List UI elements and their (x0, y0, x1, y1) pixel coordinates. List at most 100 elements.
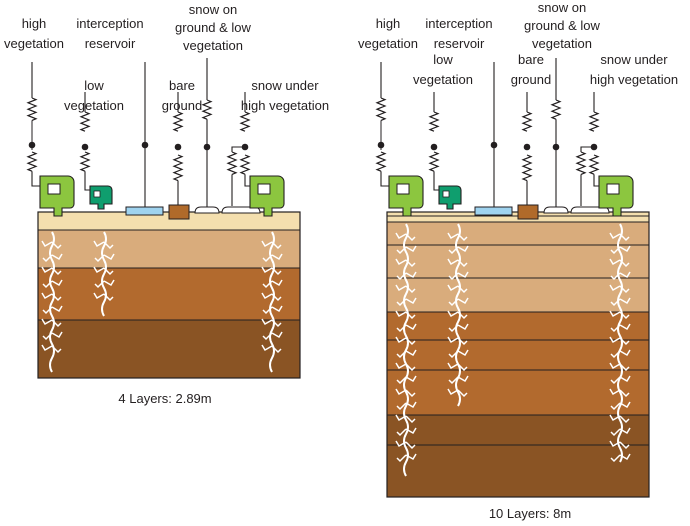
node-dot (523, 143, 531, 151)
root-branch (609, 258, 630, 268)
root-branch (447, 284, 468, 294)
root-systems (41, 231, 283, 373)
root-branch (448, 297, 469, 307)
vegetation-notch (606, 183, 620, 195)
soil-layer (38, 268, 300, 320)
label-line: high vegetation (241, 98, 329, 113)
label-line: vegetation (413, 72, 473, 87)
soil-layer (38, 230, 300, 268)
resistance-symbol (79, 111, 91, 132)
vegetation-notch (442, 190, 450, 198)
root-branch (448, 375, 469, 385)
low-vegetation-tile (89, 185, 113, 210)
label-line: snow under (251, 78, 319, 93)
root-branch (447, 362, 468, 372)
node-dot (81, 143, 89, 151)
root-branch (42, 305, 63, 315)
root-branch (395, 258, 416, 268)
soil-layer (387, 278, 649, 312)
root-branch (41, 344, 62, 354)
root-stem (101, 231, 107, 317)
root-branch (93, 266, 114, 276)
root-branch (396, 401, 417, 411)
resistance-symbol (239, 111, 251, 132)
resistance-symbol (521, 111, 533, 132)
wire (593, 174, 599, 187)
label-line: ground & low (175, 20, 251, 35)
root-branch (41, 318, 62, 328)
root-branch (41, 266, 62, 276)
surface-tiles (26, 58, 285, 220)
node-dot (490, 141, 498, 149)
root-stem (617, 223, 623, 463)
soil-layer (387, 370, 649, 415)
label-line: snow on (189, 2, 237, 17)
snow-on-low-vegetation-tile (194, 206, 220, 214)
root-branch (609, 232, 630, 242)
resistance-symbol (226, 151, 238, 175)
resistance-symbol (79, 151, 91, 172)
root-branch (395, 336, 416, 346)
resistance-symbol (201, 99, 213, 120)
root-system (93, 231, 115, 317)
label-line: interception (76, 16, 143, 31)
root-branch (447, 258, 468, 268)
resistance-symbol (375, 151, 387, 172)
root-branch (41, 240, 62, 250)
root-branch (41, 292, 62, 302)
panel-caption: 4 Layers: 2.89m (118, 391, 211, 406)
root-branch (93, 292, 114, 302)
surface-tiles (375, 58, 634, 220)
root-branch (610, 349, 631, 359)
wire (31, 171, 40, 187)
resistance-symbol (575, 151, 587, 175)
root-branch (448, 245, 469, 255)
wire (580, 146, 594, 152)
node-dot (174, 143, 182, 151)
root-branch (448, 349, 469, 359)
soil-layer (387, 222, 649, 245)
vegetation-notch (47, 183, 61, 195)
root-branch (395, 388, 416, 398)
snow-on-low-vegetation-tile (543, 206, 569, 214)
high-vegetation-tile (39, 175, 75, 217)
root-branch (261, 240, 282, 250)
resistance-symbol (375, 97, 387, 121)
label-snow-under-high-vegetation: snow under high vegetation (241, 78, 329, 113)
root-branch (396, 271, 417, 281)
low-vegetation-tile (438, 185, 462, 210)
root-branch (261, 344, 282, 354)
root-branch (396, 453, 417, 463)
panel-caption: 10 Layers: 8m (489, 506, 571, 521)
label-line: high vegetation (590, 72, 678, 87)
root-branch (262, 331, 283, 341)
node-dot (430, 143, 438, 151)
root-branch (610, 323, 631, 333)
root-branch (396, 375, 417, 385)
soil-layer (387, 445, 649, 497)
root-branch (447, 388, 468, 398)
resistance-symbol (588, 154, 600, 175)
root-system (447, 223, 469, 407)
root-system (395, 223, 417, 477)
soil-column (37, 211, 301, 379)
interception-reservoir-tile (125, 206, 164, 216)
resistance-symbol (26, 97, 38, 121)
wire (244, 174, 250, 187)
root-branch (93, 240, 114, 250)
label-line: high (22, 16, 47, 31)
root-branch (396, 349, 417, 359)
label-line: vegetation (64, 98, 124, 113)
root-system (609, 223, 631, 463)
root-branch (262, 279, 283, 289)
root-branch (609, 440, 630, 450)
